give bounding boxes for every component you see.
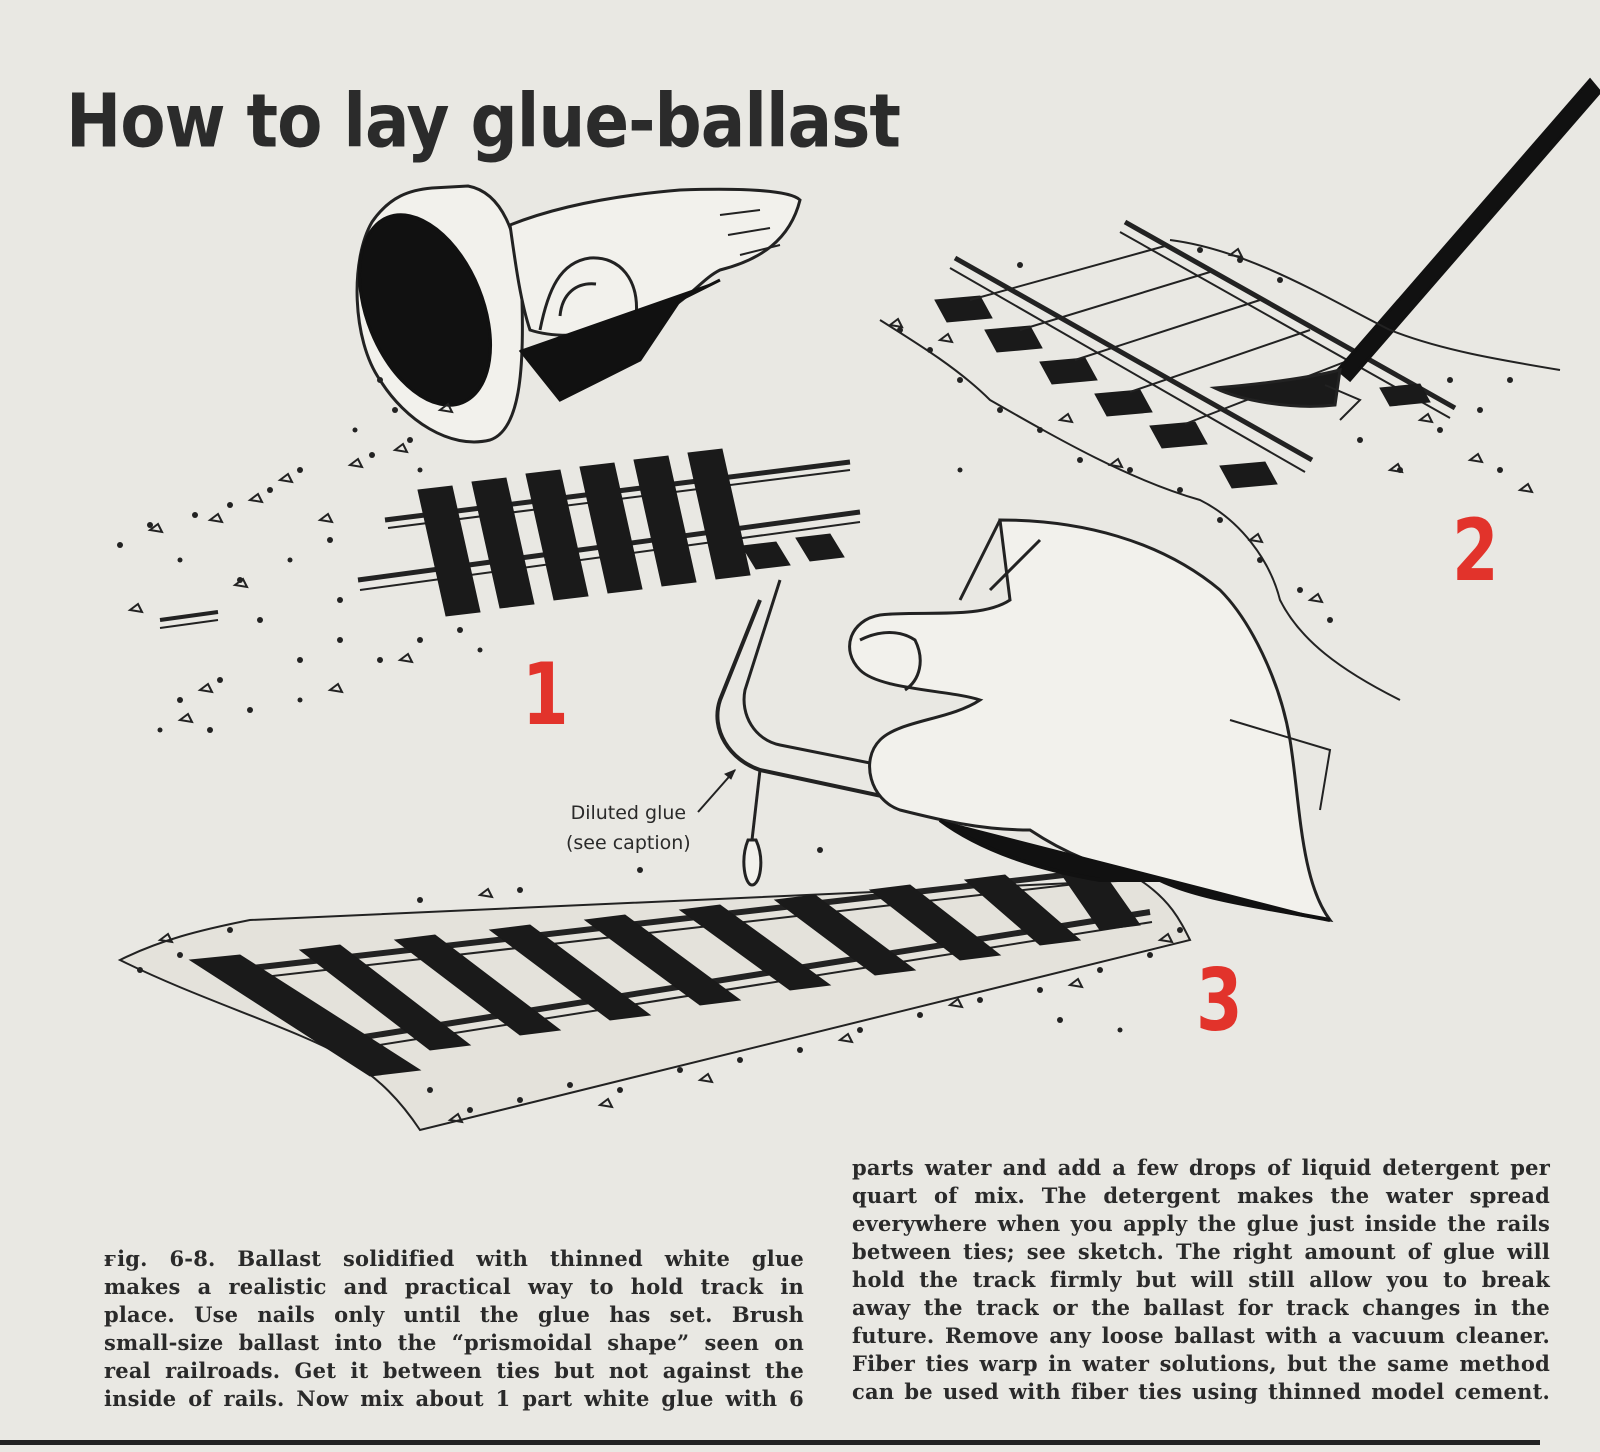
caption-line: real railroads. Get it between ties but … bbox=[104, 1358, 804, 1383]
diluted-glue-callout: Diluted glue (see caption) bbox=[566, 798, 691, 858]
caption-line: inside of rails. Now mix about 1 part wh… bbox=[104, 1386, 804, 1411]
track-section-3 bbox=[188, 865, 1153, 1077]
caption-line: makes a realistic and practical way to h… bbox=[104, 1274, 804, 1299]
caption-right-column: parts water and add a few drops of liqui… bbox=[852, 1154, 1550, 1406]
caption-line: place. Use nails only until the glue has… bbox=[104, 1302, 804, 1327]
caption-line: away the track or the ballast for track … bbox=[852, 1295, 1550, 1320]
caption-line: quart of mix. The detergent makes the wa… bbox=[852, 1183, 1550, 1208]
track-section-1 bbox=[159, 448, 861, 629]
step-number-2: 2 bbox=[1452, 501, 1499, 601]
ballast-particles-1 bbox=[117, 377, 483, 733]
caption-line: ғig. 6-8. Ballast solidified with thinne… bbox=[104, 1246, 804, 1271]
caption-line: small-size ballast into the “prismoidal … bbox=[104, 1330, 804, 1355]
ballast-particles-2 bbox=[897, 247, 1513, 623]
caption-line: future. Remove any loose ballast with a … bbox=[852, 1323, 1550, 1348]
hand-holding-cup bbox=[508, 187, 802, 337]
ballast-particles-3 bbox=[137, 847, 1183, 1113]
step-number-1: 1 bbox=[522, 645, 569, 745]
headline: How to lay glue-ballast bbox=[66, 78, 901, 165]
paint-brush bbox=[1335, 77, 1600, 383]
caption-line: between ties; see sketch. The right amou… bbox=[852, 1239, 1550, 1264]
caption-left-column: ғig. 6-8. Ballast solidified with thinne… bbox=[104, 1245, 804, 1413]
caption-line: everywhere when you apply the glue just … bbox=[852, 1211, 1550, 1236]
callout-line-2: (see caption) bbox=[566, 832, 691, 854]
illustration-1-pour-ballast bbox=[117, 184, 861, 733]
hand-holding-bottle bbox=[848, 518, 1334, 923]
illustration-2-brush-ballast bbox=[879, 77, 1600, 701]
caption-line: Fiber ties warp in water solutions, but … bbox=[852, 1351, 1550, 1376]
track-section-2 bbox=[934, 219, 1457, 489]
illustration-3-apply-glue bbox=[117, 518, 1334, 1132]
caption-line: can be used with fiber ties using thinne… bbox=[852, 1379, 1550, 1404]
step-number-3: 3 bbox=[1196, 951, 1243, 1051]
caption-line: parts water and add a few drops of liqui… bbox=[852, 1155, 1550, 1180]
cup-opening bbox=[357, 213, 493, 407]
caption-line: hold the track firmly but will still all… bbox=[852, 1267, 1550, 1292]
callout-line-1: Diluted glue bbox=[570, 802, 687, 824]
bottom-rule bbox=[0, 1440, 1540, 1445]
